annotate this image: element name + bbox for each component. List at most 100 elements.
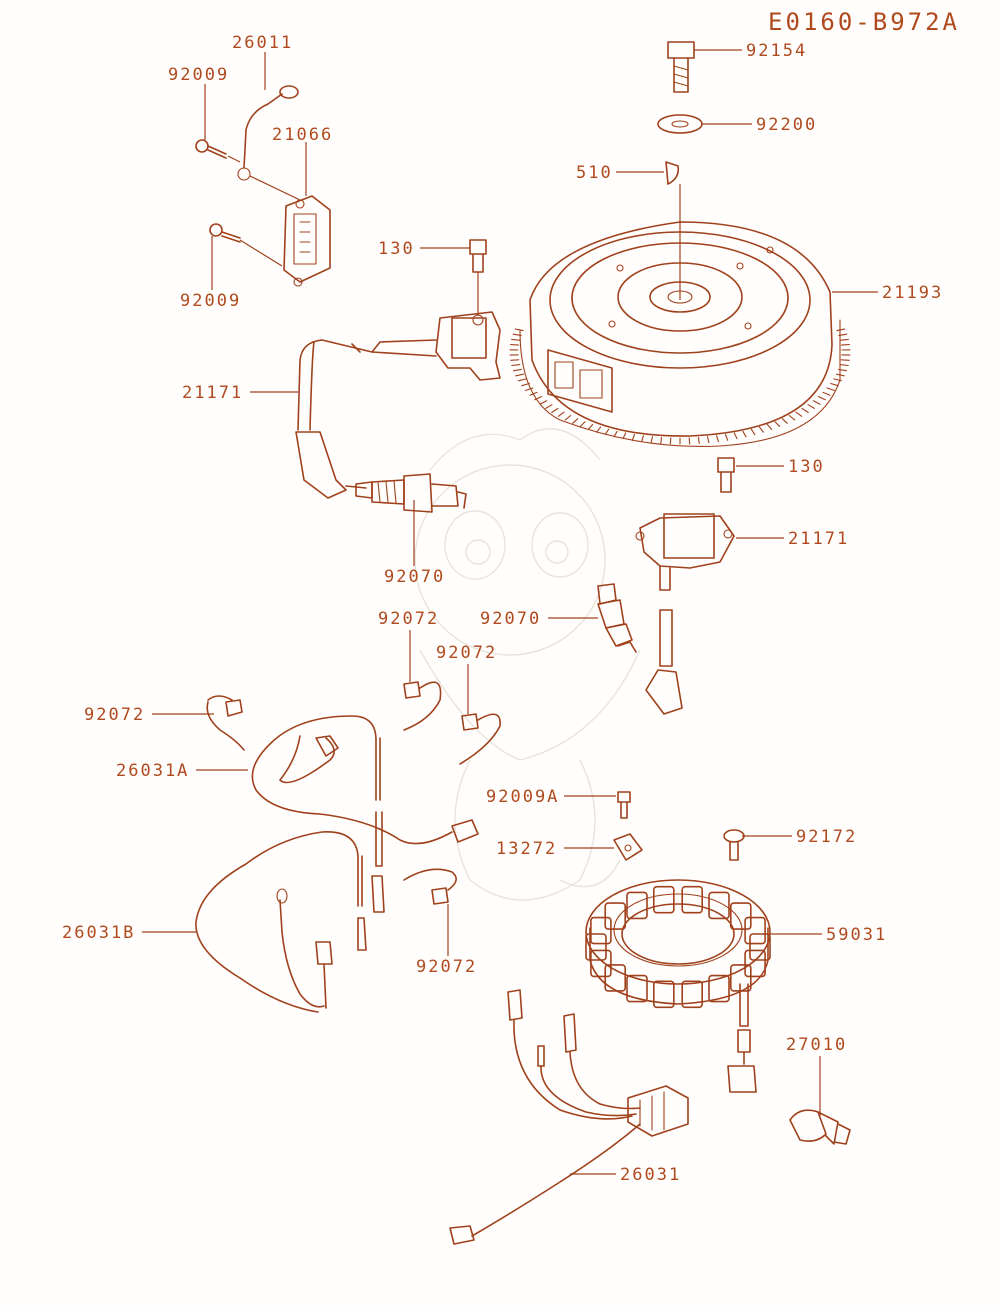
gear-tooth — [517, 378, 527, 382]
label-92072-a: 92072 — [378, 609, 439, 629]
gear-tooth — [521, 382, 530, 387]
gear-tooth — [807, 404, 815, 409]
gear-tooth — [579, 421, 586, 428]
label-21193: 21193 — [882, 283, 943, 303]
gear-tooth — [822, 391, 831, 396]
gear-tooth — [840, 344, 850, 346]
gear-tooth — [512, 368, 522, 372]
gear-tooth — [838, 333, 848, 336]
gear-tooth — [613, 430, 618, 438]
gear-tooth — [817, 396, 826, 401]
bolt-130-lower — [717, 457, 735, 493]
gear-tooth — [510, 359, 520, 361]
label-21171-upper: 21171 — [182, 383, 243, 403]
gear-tooth — [781, 418, 788, 424]
screw-92009-lower — [209, 223, 241, 243]
spark-plug-upper — [355, 473, 467, 513]
gear-tooth — [660, 436, 663, 444]
leader-lines — [142, 49, 878, 1175]
gear-tooth — [587, 423, 594, 431]
regulator-21066 — [283, 195, 331, 287]
screw-92009a — [617, 791, 631, 819]
bolt-130-upper — [469, 239, 487, 273]
gear-tooth — [801, 407, 809, 413]
gear-tooth — [511, 338, 521, 341]
stator-winding — [681, 980, 704, 1009]
gear-tooth — [650, 436, 654, 444]
stator-winding — [652, 885, 675, 914]
label-21066: 21066 — [272, 125, 333, 145]
gear-tooth — [758, 426, 764, 433]
gear-tooth — [840, 359, 850, 361]
gear-tooth — [545, 404, 553, 409]
gear-tooth — [833, 378, 843, 382]
gear-tooth — [564, 414, 572, 421]
bolt-92154 — [667, 41, 695, 93]
gear-tooth — [838, 368, 848, 372]
spark-plug-lower — [597, 583, 637, 653]
key-510 — [665, 161, 680, 185]
gear-tooth — [716, 435, 719, 443]
gear-tooth — [534, 396, 543, 401]
stator-winding — [590, 916, 612, 945]
gear-tooth — [515, 373, 525, 377]
stator-winding — [708, 974, 730, 1003]
gear-tooth — [733, 432, 738, 440]
gear-tooth — [830, 382, 839, 387]
label-59031: 59031 — [826, 925, 887, 945]
gear-tooth — [604, 428, 610, 436]
gear-tooth — [788, 414, 796, 421]
screw-92009-upper — [195, 139, 227, 159]
boot-92072-left — [206, 695, 245, 751]
stator-winding — [681, 885, 704, 914]
ground-wire-26011 — [237, 85, 299, 181]
label-92070-lower: 92070 — [480, 609, 541, 629]
stator-winding — [604, 902, 627, 930]
label-92009a: 92009A — [486, 787, 559, 807]
gear-tooth — [529, 391, 538, 396]
boot-92072-right — [459, 713, 501, 765]
label-92072-b: 92072 — [436, 643, 497, 663]
watermark-mascot — [414, 428, 641, 901]
stator-lead — [727, 983, 757, 1093]
screw-92172 — [723, 829, 745, 861]
stator-winding — [626, 891, 648, 920]
gear-tooth — [525, 387, 534, 392]
gear-tooth — [742, 430, 747, 438]
gear-tooth — [622, 432, 627, 440]
harness-26031 — [449, 989, 689, 1245]
gear-tooth — [551, 407, 559, 413]
gear-tooth — [512, 333, 522, 336]
label-92154: 92154 — [746, 41, 807, 61]
label-92009-lower: 92009 — [180, 291, 241, 311]
gear-tooth — [669, 437, 672, 445]
stator-winding — [744, 916, 766, 945]
label-13272: 13272 — [496, 839, 557, 859]
ignition-coil-upper — [295, 311, 501, 499]
gear-tooth — [795, 411, 803, 417]
gear-tooth — [697, 436, 700, 444]
harness-26031a — [251, 715, 479, 913]
label-26031: 26031 — [620, 1165, 681, 1185]
stator-winding — [749, 933, 771, 961]
gear-tooth — [839, 364, 849, 367]
stator-winding — [708, 891, 730, 920]
gear-tooth — [557, 411, 565, 417]
label-92072-c: 92072 — [84, 705, 145, 725]
gear-tooth — [839, 338, 849, 341]
gear-tooth — [706, 436, 710, 444]
label-92172: 92172 — [796, 827, 857, 847]
stator-winding — [585, 933, 607, 961]
label-130-lower: 130 — [788, 457, 825, 477]
gear-tooth — [766, 423, 773, 431]
stator-winding — [744, 949, 766, 978]
harness-26031b — [195, 831, 367, 1013]
gear-tooth — [511, 364, 521, 367]
ignition-coil-lower — [635, 513, 735, 715]
gear-tooth — [774, 421, 781, 428]
washer-92200 — [657, 114, 703, 134]
gear-tooth — [724, 433, 729, 441]
bracket-13272 — [613, 833, 643, 861]
label-92072-d: 92072 — [416, 957, 477, 977]
